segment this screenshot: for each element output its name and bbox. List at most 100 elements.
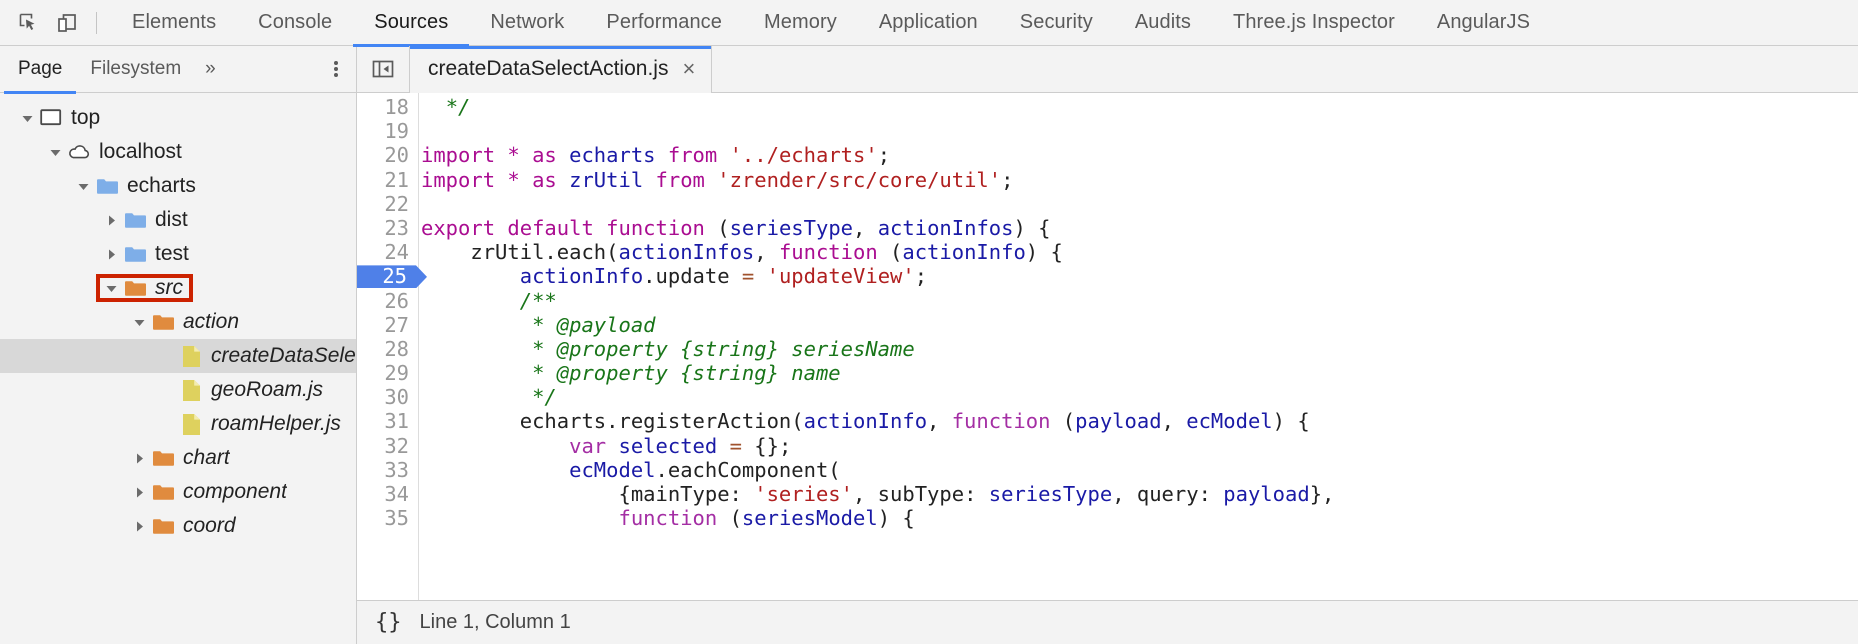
nav-tab-page[interactable]: Page [4, 46, 77, 94]
line-number[interactable]: 19 [384, 119, 409, 144]
code-token: actionInfo [519, 264, 644, 289]
line-number[interactable]: 26 [384, 288, 409, 313]
line-number[interactable]: 22 [384, 191, 409, 216]
line-number[interactable]: 24 [384, 240, 409, 265]
tab-network[interactable]: Network [490, 11, 565, 33]
tree-item-localhost[interactable]: localhost [0, 135, 356, 169]
code-line: */ [421, 385, 1858, 409]
code-token: /** [421, 288, 557, 313]
folder-blue-icon [122, 245, 148, 264]
folder-orange-icon [122, 279, 148, 298]
code-line: /** [421, 289, 1858, 313]
chevron-right-icon[interactable] [128, 486, 150, 499]
breakpoint-marker[interactable]: 25 [357, 265, 427, 288]
chevron-down-icon[interactable] [128, 316, 150, 329]
editor-tab-createdataselectaction[interactable]: createDataSelectAction.js × [409, 45, 713, 93]
line-number[interactable]: 18 [384, 95, 409, 119]
line-number[interactable]: 33 [384, 457, 409, 482]
code-line: * @property {string} seriesName [421, 337, 1858, 361]
code-line [421, 119, 1858, 143]
code-token: import [421, 143, 496, 168]
pretty-print-icon[interactable]: {} [375, 610, 402, 635]
chevron-right-icon[interactable] [100, 214, 122, 227]
code-token: 'zrender/src/core/util' [717, 167, 1002, 192]
tree-item-label: src [155, 276, 183, 299]
tree-item-roamhelper-js[interactable]: roamHelper.js [0, 407, 356, 441]
line-number[interactable]: 28 [384, 336, 409, 361]
tree-item-createdataselectaction-js[interactable]: createDataSelectAction.js [0, 339, 356, 373]
tab-memory[interactable]: Memory [764, 11, 837, 33]
close-icon[interactable]: × [682, 56, 696, 81]
show-navigator-panel-icon[interactable] [357, 46, 409, 93]
tab-performance[interactable]: Performance [606, 11, 722, 33]
folder-orange-icon [150, 449, 176, 468]
code-token: , [853, 215, 878, 240]
code-token: * [507, 143, 520, 168]
line-number[interactable]: 34 [384, 482, 409, 506]
tree-item-src[interactable]: src [0, 271, 356, 305]
chevron-right-icon[interactable] [128, 520, 150, 533]
more-options-icon[interactable] [316, 46, 356, 93]
code-line: {mainType: 'series', subType: seriesType… [421, 482, 1858, 506]
tree-item-label: test [155, 242, 189, 265]
code-token [705, 168, 717, 192]
code-token: = [741, 264, 755, 289]
line-number[interactable]: 31 [384, 409, 409, 434]
code-lines[interactable]: */ import * as echarts from '../echarts'… [419, 93, 1858, 600]
tab-threejs-inspector[interactable]: Three.js Inspector [1233, 11, 1395, 33]
code-token: ) { [1272, 409, 1310, 434]
tab-elements[interactable]: Elements [132, 11, 217, 33]
line-number[interactable]: 30 [384, 385, 409, 410]
chevron-right-icon[interactable] [128, 452, 150, 465]
code-token [717, 434, 729, 458]
chevron-right-icon[interactable] [100, 248, 122, 261]
tab-console[interactable]: Console [258, 11, 333, 33]
line-number[interactable]: 21 [384, 167, 409, 192]
chevron-down-icon[interactable] [100, 282, 122, 295]
code-token: import [421, 167, 496, 192]
tree-item-test[interactable]: test [0, 237, 356, 271]
nav-more-tabs-chevron-icon[interactable]: » [205, 58, 216, 79]
tree-item-highlight-box: src [96, 274, 193, 302]
line-number[interactable]: 20 [384, 143, 409, 168]
code-token [754, 264, 766, 288]
tree-item-echarts[interactable]: echarts [0, 169, 356, 203]
chevron-down-icon[interactable] [72, 180, 94, 193]
line-number[interactable]: 23 [384, 215, 409, 240]
line-number[interactable]: 25 [357, 264, 418, 288]
line-number[interactable]: 29 [384, 361, 409, 386]
tree-item-content: createDataSelectAction.js [154, 344, 356, 368]
device-toolbar-icon[interactable] [48, 8, 86, 38]
tree-item-chart[interactable]: chart [0, 441, 356, 475]
code-token: actionInfos [877, 215, 1014, 240]
code-line: var selected = {}; [421, 434, 1858, 458]
tree-item-label: geoRoam.js [211, 378, 324, 401]
tree-item-label: echarts [127, 174, 196, 197]
tab-sources[interactable]: Sources [353, 0, 470, 47]
tab-security[interactable]: Security [1019, 11, 1093, 33]
tree-item-georoam-js[interactable]: geoRoam.js [0, 373, 356, 407]
nav-tab-filesystem[interactable]: Filesystem [90, 58, 182, 79]
tab-angularjs[interactable]: AngularJS [1436, 11, 1531, 33]
tree-item-action[interactable]: action [0, 305, 356, 339]
tree-item-top[interactable]: top [0, 101, 356, 135]
tree-item-component[interactable]: component [0, 475, 356, 509]
tree-item-dist[interactable]: dist [0, 203, 356, 237]
chevron-down-icon[interactable] [44, 146, 66, 159]
tab-application[interactable]: Application [878, 11, 978, 33]
code-line: * @property {string} name [421, 361, 1858, 385]
line-number[interactable]: 27 [384, 312, 409, 337]
line-number[interactable]: 32 [384, 433, 409, 458]
code-line: * @payload [421, 313, 1858, 337]
code-token: ( [877, 240, 903, 265]
line-number[interactable]: 35 [384, 506, 409, 531]
tab-audits[interactable]: Audits [1134, 11, 1192, 33]
tree-item-coord[interactable]: coord [0, 509, 356, 543]
code-token: payload [1223, 482, 1310, 506]
chevron-down-icon[interactable] [16, 112, 38, 125]
inspect-cursor-icon[interactable] [10, 8, 48, 38]
